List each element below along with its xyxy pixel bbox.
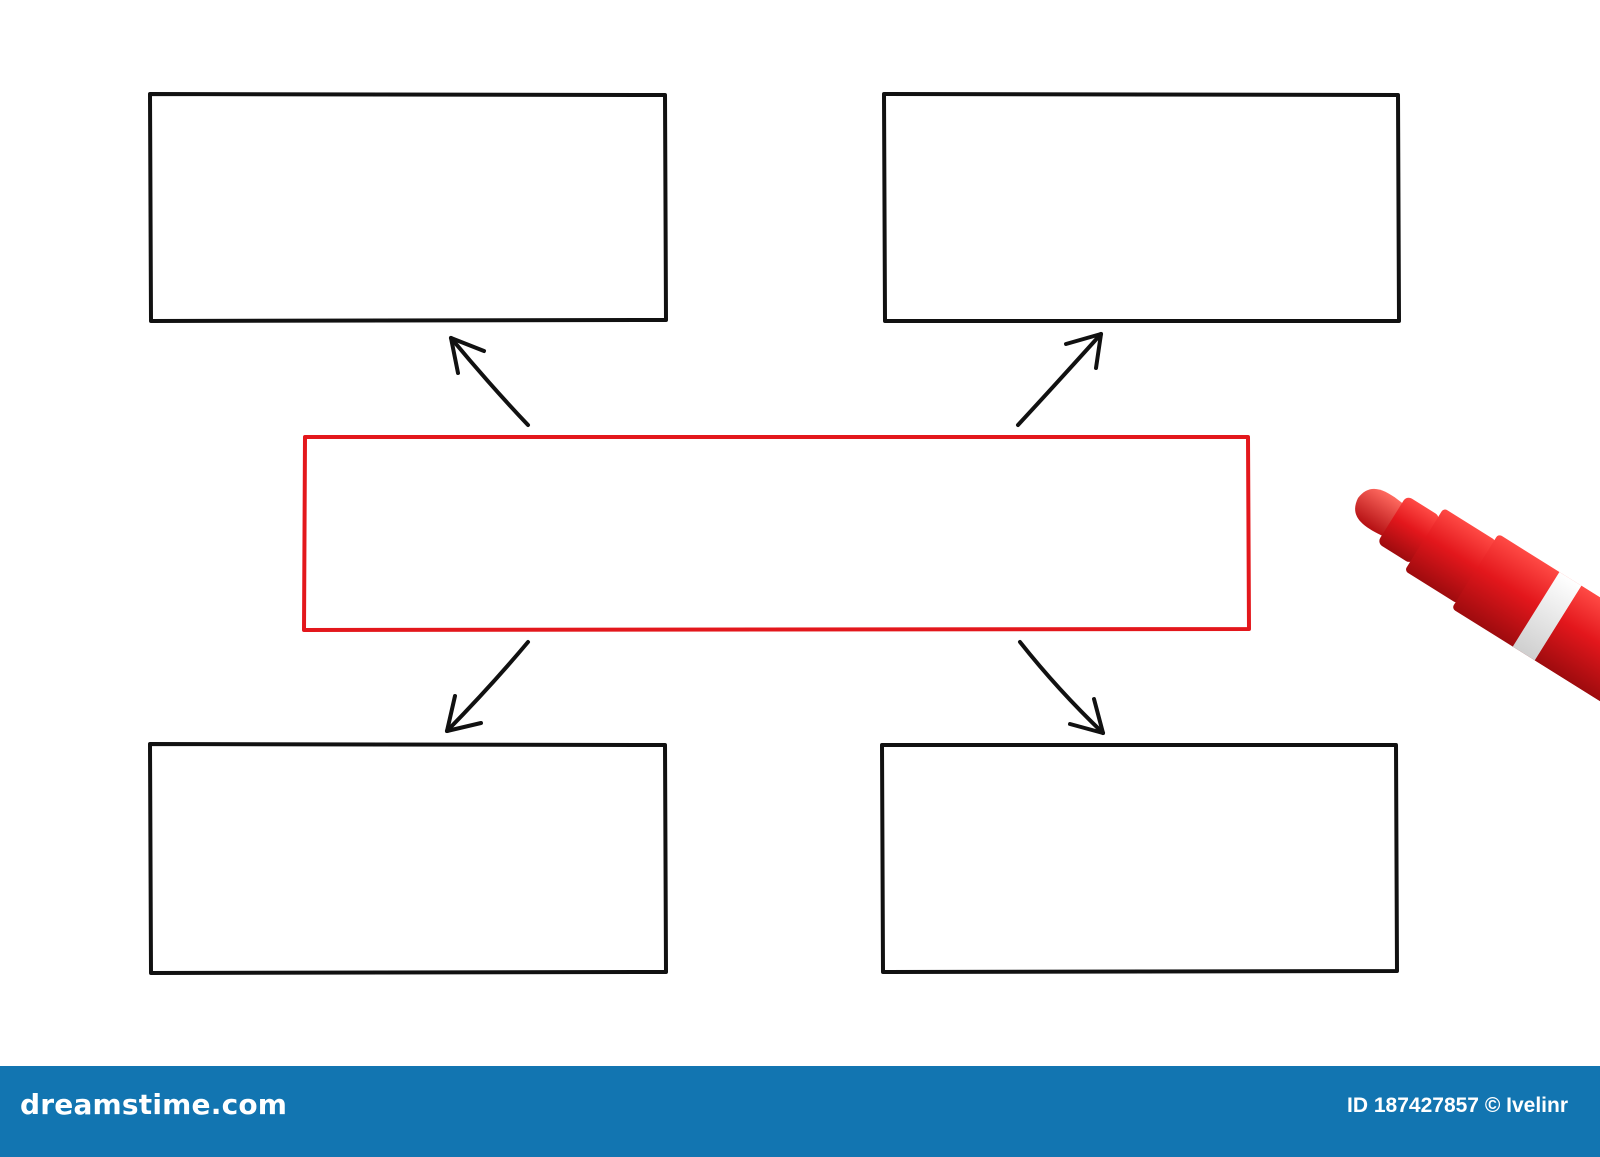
center-box xyxy=(302,435,1251,632)
diagram-canvas xyxy=(148,92,1600,975)
watermark-brand[interactable]: dreamstime.com xyxy=(20,1088,288,1121)
arrow-to-top-right xyxy=(1016,332,1103,427)
marker-cap-band xyxy=(1512,571,1582,661)
marker-tip xyxy=(1355,488,1404,537)
red-marker xyxy=(1355,488,1600,715)
box-bottom-right xyxy=(880,743,1399,974)
watermark-credit: ID 187427857 © Ivelinr xyxy=(1347,1094,1568,1118)
author-credit: © Ivelinr xyxy=(1484,1094,1568,1117)
watermark-bar: dreamstime.com ID 187427857 © Ivelinr xyxy=(0,1066,1600,1157)
box-bottom-left xyxy=(148,742,668,975)
image-id: ID 187427857 xyxy=(1347,1094,1479,1117)
box-top-right xyxy=(882,92,1401,323)
arrow-to-top-left xyxy=(449,336,530,427)
box-top-left xyxy=(148,92,668,323)
arrow-to-bottom-right xyxy=(1018,640,1105,735)
arrow-to-bottom-left xyxy=(445,640,530,733)
